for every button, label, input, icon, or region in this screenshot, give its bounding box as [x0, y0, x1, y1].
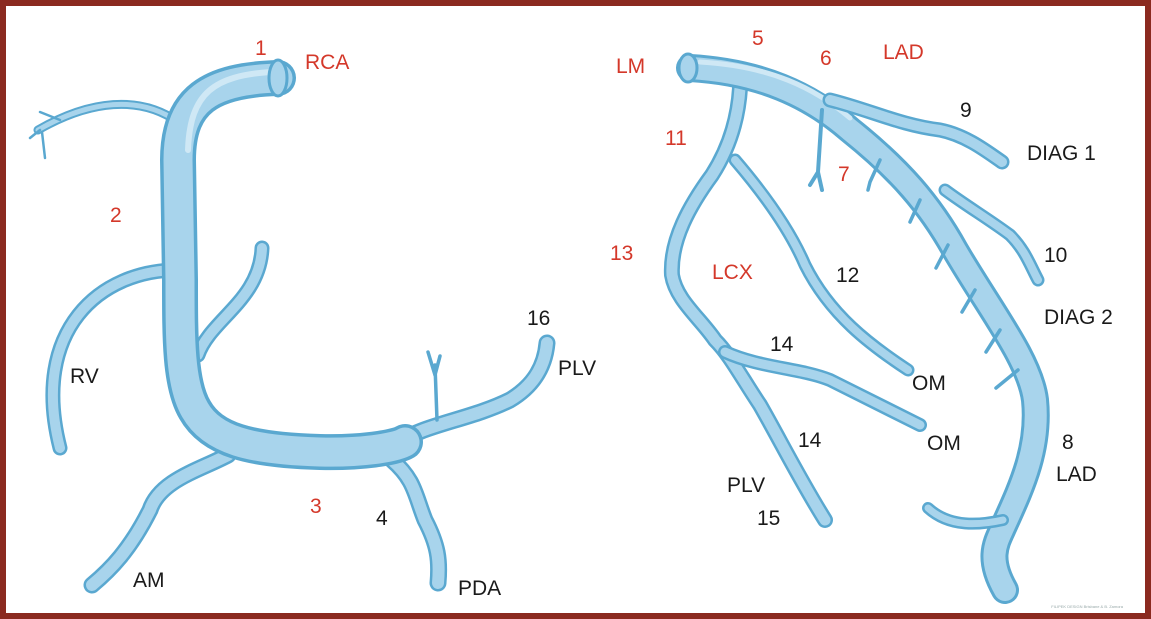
- label-seg2: 2: [110, 205, 122, 226]
- label-am: AM: [133, 570, 165, 591]
- label-left-plv: PLV: [727, 475, 765, 496]
- label-seg3: 3: [310, 496, 322, 517]
- label-lcx: LCX: [712, 262, 753, 283]
- rca-pda-branch: [392, 460, 439, 583]
- label-lad-top: LAD: [883, 42, 924, 63]
- lcx-main: [672, 88, 825, 520]
- label-seg13: 13: [610, 243, 633, 264]
- rca-am-branch: [92, 455, 228, 585]
- label-seg12: 12: [836, 265, 859, 286]
- label-seg16: 16: [527, 308, 550, 329]
- label-seg9: 9: [960, 100, 972, 121]
- rca-conus-branch: [30, 104, 178, 158]
- label-om2: OM: [927, 433, 961, 454]
- label-seg4: 4: [376, 508, 388, 529]
- lad-apical-branch: [928, 508, 1003, 524]
- label-diag1: DIAG 1: [1027, 143, 1096, 164]
- label-rca-plv: PLV: [558, 358, 596, 379]
- label-rv: RV: [70, 366, 99, 387]
- label-om1: OM: [912, 373, 946, 394]
- label-seg15: 15: [757, 508, 780, 529]
- label-pda: PDA: [458, 578, 501, 599]
- left-coronary-tree: [672, 54, 1038, 590]
- rca-main-trunk: [178, 60, 405, 452]
- label-seg5: 5: [752, 28, 764, 49]
- label-diag2: DIAG 2: [1044, 307, 1113, 328]
- label-seg6: 6: [820, 48, 832, 69]
- label-seg7: 7: [838, 164, 850, 185]
- label-seg14b: 14: [798, 430, 821, 451]
- rca-tree: [30, 60, 547, 585]
- lm-ostium: [679, 54, 697, 82]
- label-rca: RCA: [305, 52, 349, 73]
- label-lad-bottom: LAD: [1056, 464, 1097, 485]
- label-seg8: 8: [1062, 432, 1074, 453]
- label-seg1: 1: [255, 38, 267, 59]
- label-seg11: 11: [665, 128, 687, 149]
- label-seg10: 10: [1044, 245, 1067, 266]
- label-seg14a: 14: [770, 334, 793, 355]
- image-credit: FILIPEK DESIGN Brisbane & B. Zamora: [1051, 604, 1123, 609]
- rca-rv-branch: [53, 270, 178, 448]
- rca-mid-branch: [198, 248, 262, 355]
- label-lm: LM: [616, 56, 645, 77]
